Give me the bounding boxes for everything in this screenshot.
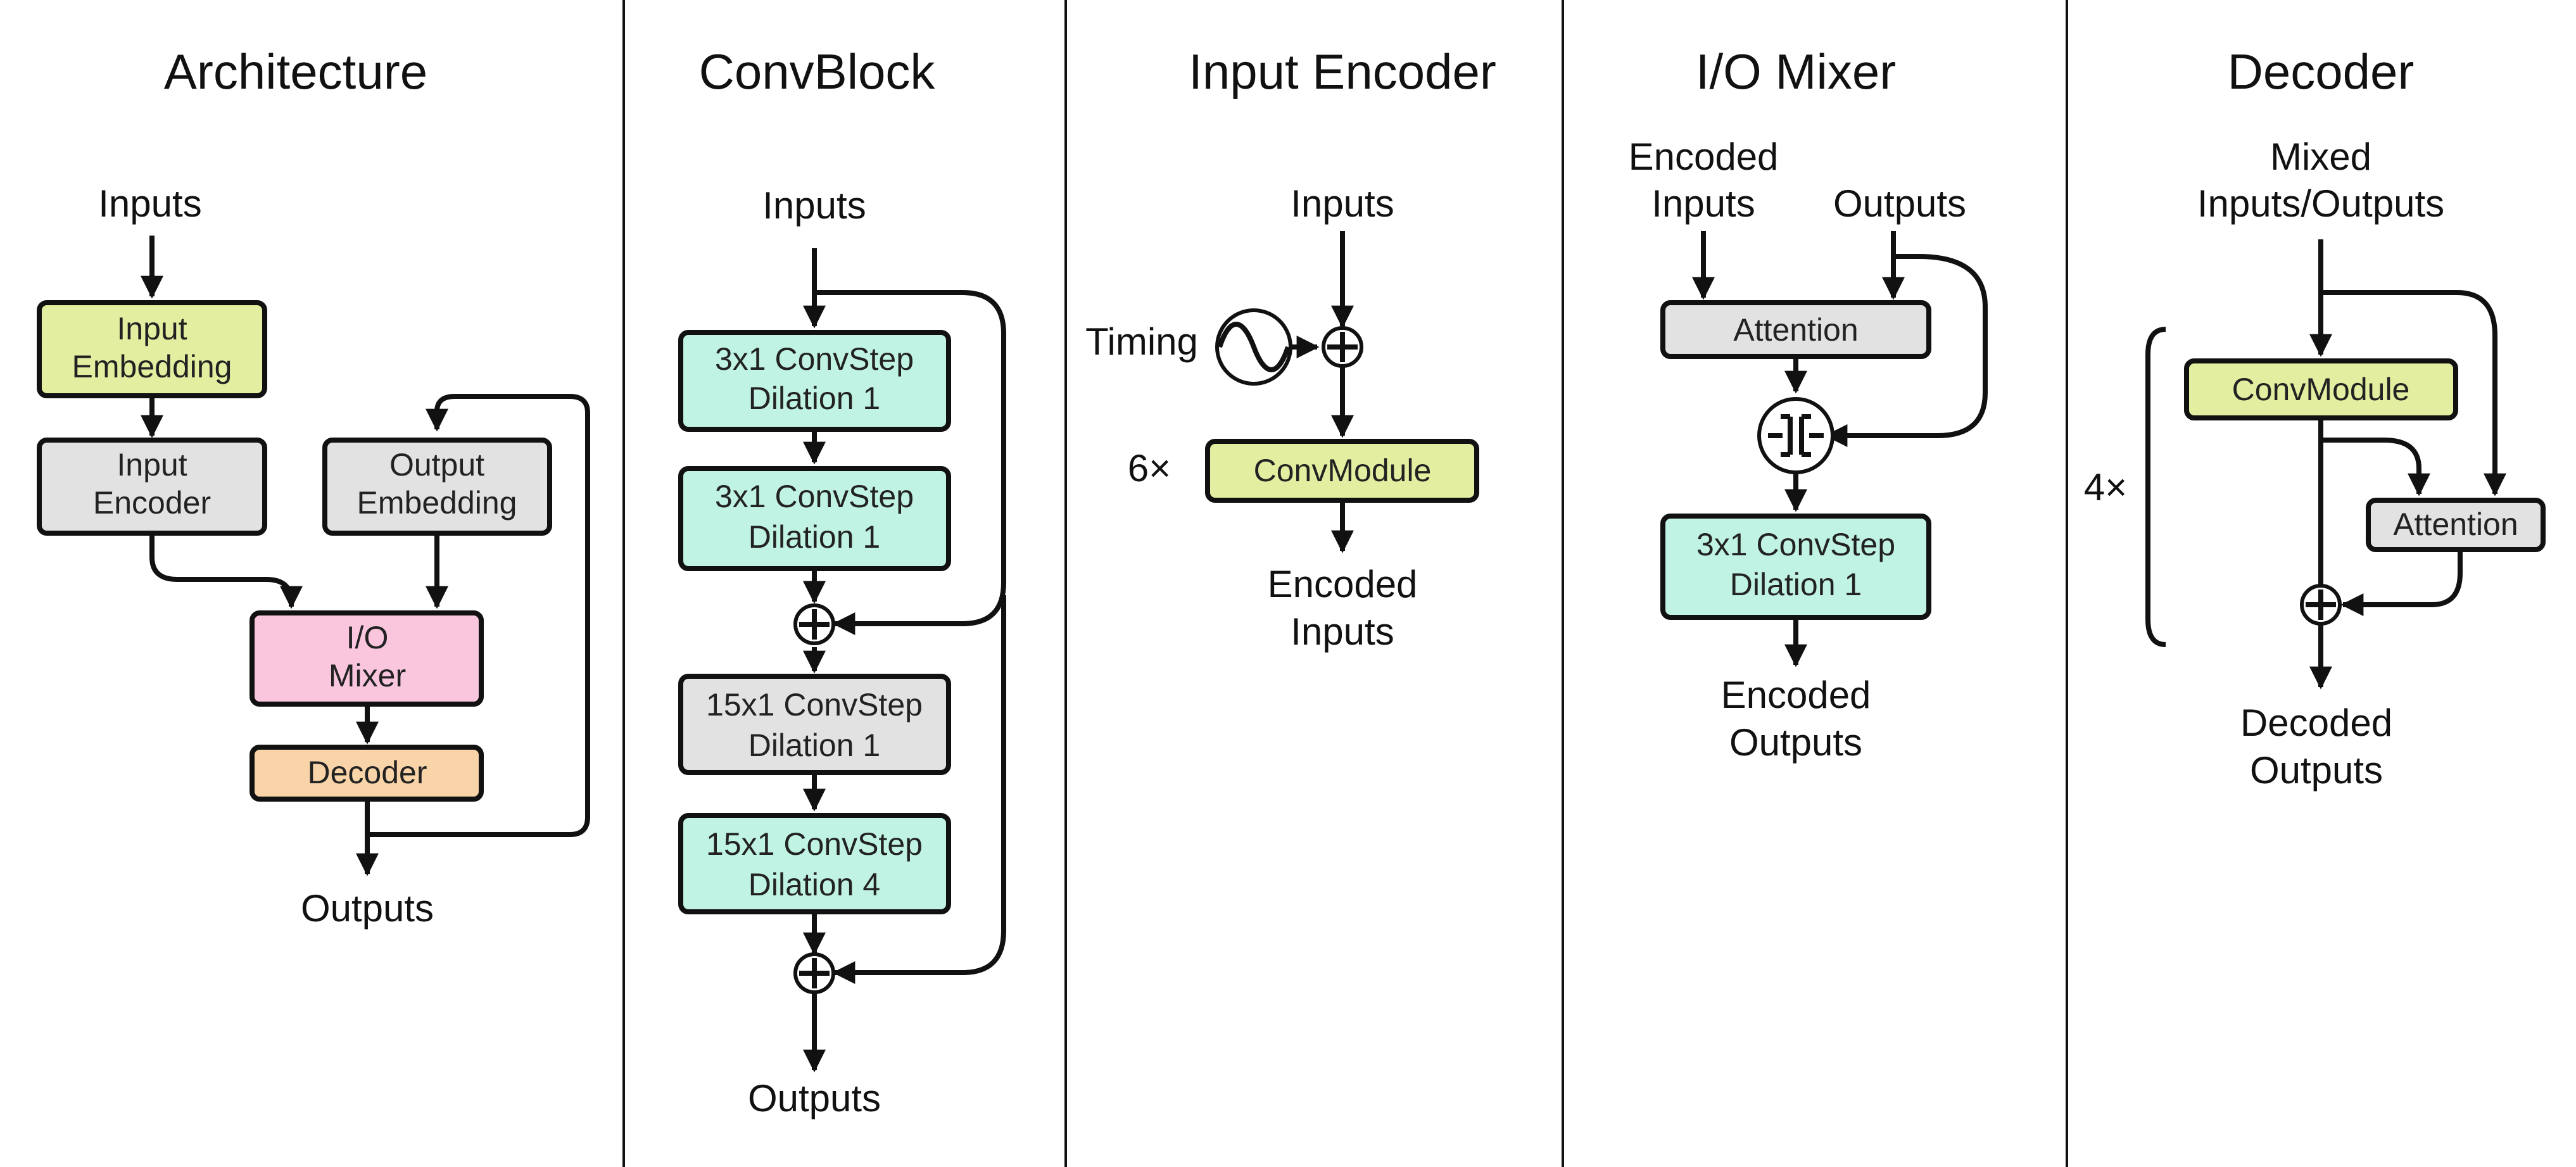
box-label: Attention: [1733, 312, 1858, 348]
input-encoder-box: Input Encoder: [37, 438, 267, 536]
box-label: Output: [389, 447, 484, 483]
convstep-box: 15x1 ConvStep Dilation 1: [678, 674, 951, 775]
decoder-panel: Decoder Mixed Inputs/Outputs 4× ConvModu…: [2084, 44, 2546, 792]
concat-circle: [1757, 397, 1834, 474]
architecture-inputs-label: Inputs: [98, 182, 201, 225]
box-shape: [2366, 498, 2546, 552]
sine-wave: [1217, 322, 1291, 372]
convblock-panel: ConvBlock Inputs 3x1 ConvStep Dilation 1…: [678, 44, 1006, 1120]
box-shape: [1660, 300, 1931, 359]
io-mixer-box: I/O Mixer: [249, 610, 484, 707]
io-mixer-title: I/O Mixer: [1696, 44, 1896, 99]
concat-icon: [1757, 397, 1834, 474]
box-label: 15x1 ConvStep: [706, 826, 923, 862]
box-shape: [37, 438, 267, 536]
box-label: Embedding: [357, 485, 517, 520]
convblock-inputs-label: Inputs: [762, 184, 866, 227]
box-shape: [678, 813, 951, 914]
attention-return-arrow: [2340, 550, 2463, 616]
convstep-box: 3x1 ConvStep Dilation 1: [678, 330, 951, 432]
outputs-bypass-arrow: [1827, 253, 1988, 436]
box-label: Embedding: [72, 349, 232, 384]
box-label: 3x1 ConvStep: [1696, 527, 1895, 562]
feedback-arrow: [367, 394, 590, 837]
decoded-outputs-label: Decoded: [2240, 702, 2392, 744]
box-label: Dilation 1: [748, 381, 880, 416]
decoded-outputs-label: Outputs: [2250, 749, 2383, 792]
io-mixer-panel: I/O Mixer Encoded Inputs Outputs Attenti…: [1629, 44, 1988, 764]
box-shape: [1205, 439, 1479, 503]
box-label: ConvModule: [2232, 372, 2410, 407]
timing-signal-icon: [1215, 308, 1292, 386]
decoder-title: Decoder: [2228, 44, 2415, 99]
box-shape: [322, 438, 552, 536]
plus-circle: [1322, 326, 1363, 368]
box-shape: [249, 745, 484, 802]
box-shape: [2184, 358, 2458, 420]
box-label: 15x1 ConvStep: [706, 687, 923, 722]
architecture-panel: Architecture Inputs Input Embedding Inpu…: [37, 44, 590, 930]
residual-arrow: [832, 595, 1006, 984]
box-label: Attention: [2393, 507, 2518, 542]
timing-label: Timing: [1085, 320, 1198, 363]
repeat-count-label: 6×: [1128, 447, 1171, 489]
box-label: 3x1 ConvStep: [715, 479, 914, 514]
encoded-inputs-label: Inputs: [1651, 182, 1755, 225]
box-shape: [678, 466, 951, 571]
encoded-inputs-label: Encoded: [1268, 563, 1418, 605]
input-encoder-title: Input Encoder: [1189, 44, 1496, 99]
attention-box: Attention: [1660, 300, 1931, 359]
box-label: Input: [117, 311, 187, 346]
box-label: ConvModule: [1254, 453, 1432, 488]
output-embedding-box: Output Embedding: [322, 438, 552, 536]
repeat-bracket: [2145, 327, 2166, 647]
plus-circle: [793, 952, 835, 994]
box-shape: [37, 300, 267, 398]
convblock-outputs-label: Outputs: [748, 1077, 881, 1120]
convstep-box: 3x1 ConvStep Dilation 1: [1660, 514, 1931, 620]
box-shape: [249, 610, 484, 707]
box-label: 3x1 ConvStep: [715, 341, 914, 377]
encoded-outputs-label: Outputs: [1729, 721, 1862, 764]
box-label: Dilation 1: [748, 519, 880, 555]
outputs-label: Outputs: [1833, 182, 1966, 225]
convstep-box: 15x1 ConvStep Dilation 4: [678, 813, 951, 914]
box-shape: [678, 330, 951, 432]
convblock-title: ConvBlock: [699, 44, 936, 99]
box-shape: [1660, 514, 1931, 620]
box-label: Dilation 4: [748, 867, 880, 902]
residual-arrow: [814, 290, 1006, 635]
architecture-title: Architecture: [164, 44, 427, 99]
box-shape: [678, 674, 951, 775]
convmodule-box: ConvModule: [1205, 439, 1479, 503]
repeat-count-label: 4×: [2084, 466, 2127, 508]
attention-box: Attention: [2366, 498, 2546, 552]
attention-branch-arrow: [2321, 438, 2430, 496]
plus-circle: [793, 603, 835, 645]
input-encoder-panel: Input Encoder Inputs Timing 6× ConvModul…: [1085, 44, 1496, 653]
convstep-box: 3x1 ConvStep Dilation 1: [678, 466, 951, 571]
convmodule-box: ConvModule: [2184, 358, 2458, 420]
box-label: Mixer: [329, 658, 406, 693]
box-label: Encoder: [93, 485, 211, 520]
box-label: I/O: [346, 620, 389, 655]
architecture-outputs-label: Outputs: [301, 887, 434, 930]
mixed-inputs-outputs-label: Inputs/Outputs: [2197, 182, 2444, 225]
attention-skip-arrow: [2321, 290, 2506, 496]
input-encoder-inputs-label: Inputs: [1291, 182, 1394, 225]
encoded-inputs-label: Inputs: [1291, 610, 1394, 653]
box-label: Decoder: [308, 755, 427, 790]
box-label: Dilation 1: [1730, 567, 1862, 602]
box-label: Dilation 1: [748, 728, 880, 763]
plus-circle: [2300, 584, 2342, 626]
input-embedding-box: Input Embedding: [37, 300, 267, 398]
mixed-inputs-outputs-label: Mixed: [2270, 136, 2371, 178]
box-label: Input: [117, 447, 187, 483]
arrow: [149, 533, 303, 609]
encoded-outputs-label: Encoded: [1721, 674, 1871, 716]
encoded-inputs-label: Encoded: [1629, 136, 1779, 178]
decoder-box: Decoder: [249, 745, 484, 802]
